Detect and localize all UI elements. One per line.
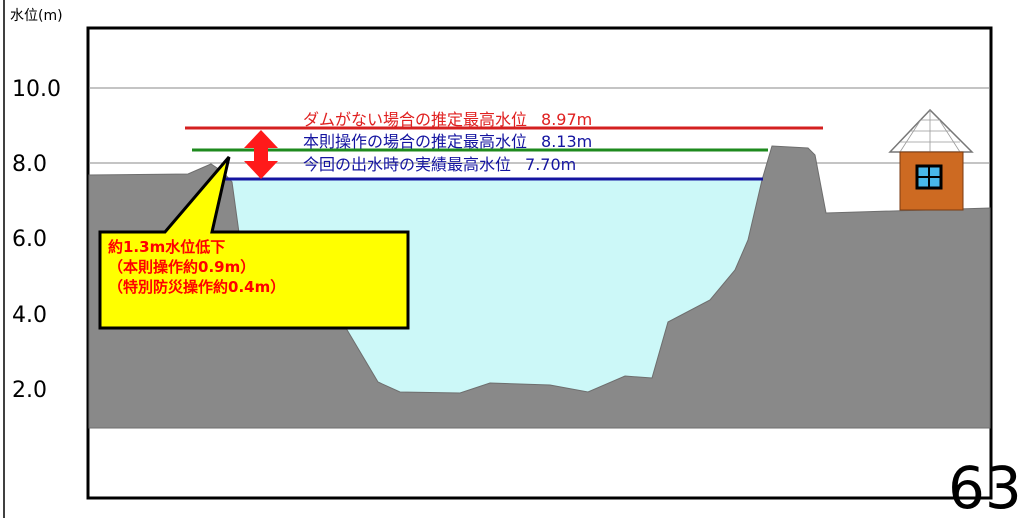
y-axis-unit-label: 水位(m) <box>10 8 63 24</box>
y-tick-label: 10.0 <box>12 77 61 102</box>
y-tick-labels: 10.0 8.0 6.0 4.0 2.0 <box>12 77 61 403</box>
callout-line-2: （本則操作約0.9m） <box>108 258 256 276</box>
y-tick-label: 6.0 <box>12 227 47 252</box>
house-icon <box>888 108 974 211</box>
page-number: 63 <box>948 454 1022 522</box>
y-tick-label: 2.0 <box>12 378 47 403</box>
level-difference-arrow <box>244 130 278 179</box>
callout-line-3: （特別防災操作約0.4m） <box>108 278 286 296</box>
y-tick-label: 4.0 <box>12 303 47 328</box>
y-tick-label: 8.0 <box>12 152 47 177</box>
arrow-shaft <box>254 147 268 162</box>
callout-line-1: 約1.3m水位低下 <box>108 238 226 256</box>
callout-text: 約1.3m水位低下 （本則操作約0.9m） （特別防災操作約0.4m） <box>108 237 408 297</box>
callout-balloon <box>98 156 410 330</box>
ground-cross-section <box>88 145 991 429</box>
arrow-head-up <box>244 130 278 148</box>
arrow-head-down <box>244 161 278 179</box>
